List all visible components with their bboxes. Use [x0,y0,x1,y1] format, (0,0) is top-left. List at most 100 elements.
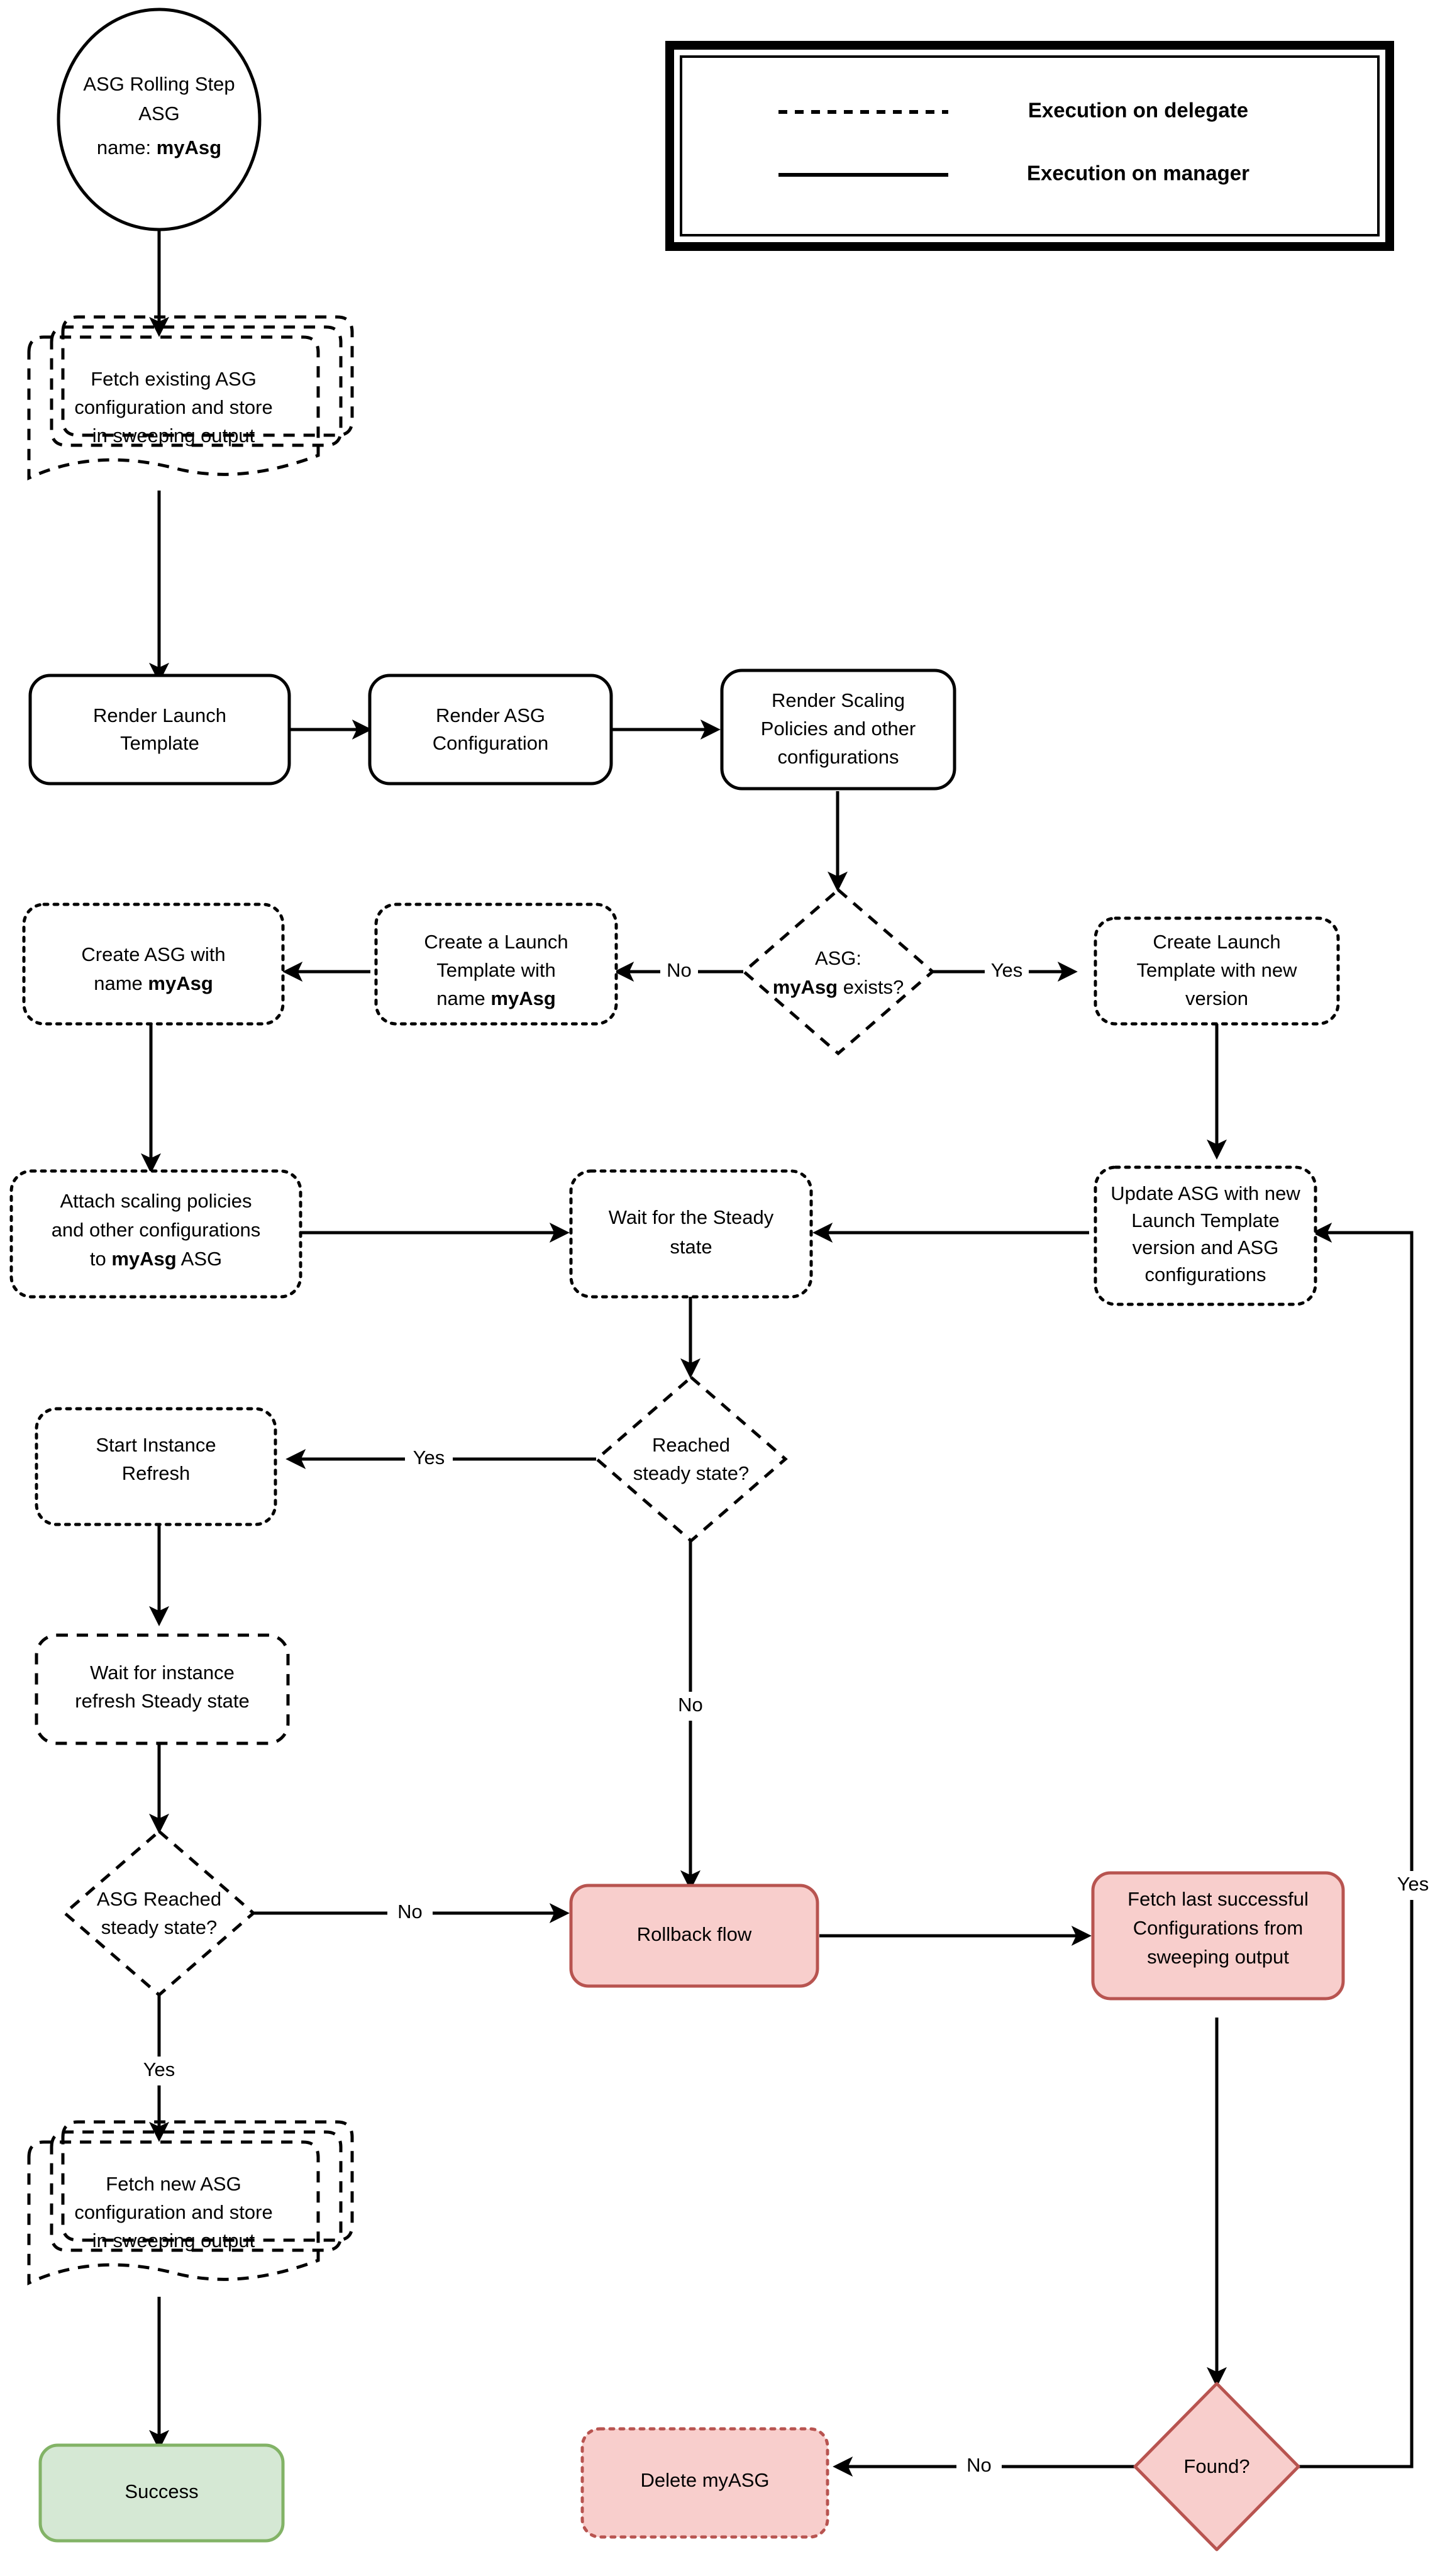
node-asg-exists-decision[interactable]: ASG: myAsg exists? [741,887,935,1056]
start-line3: name: myAsg [97,136,221,158]
wait-steady-line1: Wait for the Steady [609,1206,774,1228]
node-fetch-last-successful[interactable]: Fetch last successful Configurations fro… [1091,1871,1345,2001]
fetch-existing-doc-front [27,335,320,480]
attach-scaling-line3-suffix: ASG [177,1248,222,1270]
start-line2: ASG [138,103,179,125]
edge-label-reached-steady-yes: Yes [413,1446,445,1468]
start-line1: ASG Rolling Step [83,73,235,95]
fetch-new-doc-front [27,2140,320,2285]
create-lt-new-line2: Template with new [1136,959,1297,981]
asg-reached-line2: steady state? [101,1916,217,1938]
node-fetch-new-asg-config[interactable]: Fetch new ASG configuration and store in… [27,2120,354,2285]
fetch-existing-line3: in sweeping output [92,425,255,447]
render-scaling-line2: Policies and other [761,718,916,740]
create-asg-line2: name myAsg [94,972,213,994]
success-label: Success [125,2480,198,2502]
edge-label-bg-asg-reached-yes [135,2057,184,2085]
start-refresh-line2: Refresh [122,1462,191,1484]
asg-exists-diamond-shape [741,887,935,1056]
edge-label-found-no: No [966,2454,992,2476]
legend-label-delegate: Execution on delegate [1028,99,1248,122]
fetch-last-line1: Fetch last successful [1127,1888,1309,1910]
edge-label-asg-reached-yes: Yes [143,2058,175,2080]
fetch-new-line3: in sweeping output [92,2229,255,2251]
node-start-instance-refresh[interactable]: Start Instance Refresh [35,1407,277,1526]
wait-refresh-line2: refresh Steady state [75,1690,249,1712]
fetch-existing-doc-back-2 [61,315,354,437]
update-asg-line2: Launch Template [1131,1209,1280,1231]
node-create-launch-template-new-version[interactable]: Create Launch Template with new version [1094,916,1340,1026]
fetch-new-doc-back-1 [50,2130,343,2252]
reached-steady-line1: Reached [652,1434,730,1456]
node-wait-steady-state[interactable]: Wait for the Steady state [569,1169,813,1299]
node-fetch-existing-asg-config[interactable]: Fetch existing ASG configuration and sto… [27,315,354,480]
edge-label-asg-reached-no: No [397,1901,423,1923]
fetch-last-line3: sweeping output [1147,1946,1289,1968]
node-success[interactable]: Success [38,2443,285,2543]
rollback-flow-label: Rollback flow [637,1923,752,1945]
node-reached-steady-state-decision[interactable]: Reached steady state? [594,1375,788,1543]
start-line3-prefix: name: [97,136,157,158]
node-found-decision[interactable]: Found? [1133,2382,1300,2551]
attach-scaling-line2: and other configurations [52,1219,261,1241]
asg-exists-line2: myAsg exists? [773,976,904,998]
create-asg-line1: Create ASG with [81,943,225,965]
attach-scaling-line1: Attach scaling policies [60,1190,252,1212]
attach-scaling-line3-bold: myAsg [111,1248,176,1270]
render-scaling-line1: Render Scaling [772,689,905,711]
create-asg-line2-bold: myAsg [148,972,213,994]
create-asg-line2-prefix: name [94,972,148,994]
update-asg-line1: Update ASG with new [1110,1182,1300,1204]
edge-label-bg-found-no [956,2452,1002,2481]
node-create-launch-template-named[interactable]: Create a Launch Template with name myAsg [374,902,618,1026]
node-attach-scaling-policies[interactable]: Attach scaling policies and other config… [9,1169,302,1299]
render-asg-config-line1: Render ASG [436,704,545,726]
edges: No Yes Yes No No [135,226,1437,2481]
delete-myasg-label: Delete myASG [640,2469,769,2491]
edge-label-bg-reached-yes [405,1445,453,1474]
attach-scaling-line3: to myAsg ASG [90,1248,222,1270]
create-lt-named-line1: Create a Launch [424,931,568,953]
node-rollback-flow[interactable]: Rollback flow [569,1884,819,1988]
fetch-last-successful-shape [1091,1871,1345,2001]
attach-scaling-shape [9,1169,302,1299]
wait-refresh-line1: Wait for instance [90,1662,235,1684]
asg-exists-line2-bold: myAsg [773,976,838,998]
reached-steady-line2: steady state? [633,1462,749,1484]
node-update-asg[interactable]: Update ASG with new Launch Template vers… [1094,1165,1317,1306]
wait-steady-line2: state [670,1236,712,1258]
legend-inner-border [680,55,1380,236]
edge-label-bg-found-yes [1388,1871,1437,1900]
node-delete-myasg[interactable]: Delete myASG [580,2427,829,2539]
node-asg-reached-steady-state-decision[interactable]: ASG Reached steady state? [62,1829,256,1997]
found-diamond-shape [1133,2382,1300,2551]
edge-label-bg-asg-no [660,957,698,986]
start-ellipse-shape [57,8,262,231]
start-refresh-line1: Start Instance [96,1434,216,1456]
wait-steady-shape [569,1169,813,1299]
create-lt-new-line3: version [1185,987,1248,1009]
create-lt-new-line1: Create Launch [1153,931,1280,953]
node-render-scaling-policies[interactable]: Render Scaling Policies and other config… [720,669,956,791]
start-line3-bold: myAsg [157,136,221,158]
create-lt-named-shape [374,902,618,1026]
node-create-asg[interactable]: Create ASG with name myAsg [22,902,285,1026]
edge-label-asg-exists-yes: Yes [991,959,1023,981]
render-asg-config-shape [368,674,613,786]
start-refresh-shape [35,1407,277,1526]
fetch-new-line1: Fetch new ASG [106,2173,241,2195]
render-lt-line2: Template [120,732,199,754]
node-wait-instance-refresh[interactable]: Wait for instance refresh Steady state [35,1633,290,1745]
edge-label-found-yes: Yes [1397,1873,1429,1895]
create-asg-shape [22,902,285,1026]
edge-found-yes-loop [1298,1222,1414,2468]
create-lt-named-line3-bold: myAsg [490,987,555,1009]
render-asg-config-line2: Configuration [433,732,548,754]
node-render-asg-configuration[interactable]: Render ASG Configuration [368,674,613,786]
delete-myasg-shape [580,2427,829,2539]
create-lt-named-line3: name myAsg [436,987,556,1009]
edge-label-bg-reached-no [668,1692,713,1721]
node-render-launch-template[interactable]: Render Launch Template [28,674,291,786]
fetch-existing-line1: Fetch existing ASG [91,368,257,390]
node-start[interactable]: ASG Rolling Step ASG name: myAsg [57,8,262,231]
